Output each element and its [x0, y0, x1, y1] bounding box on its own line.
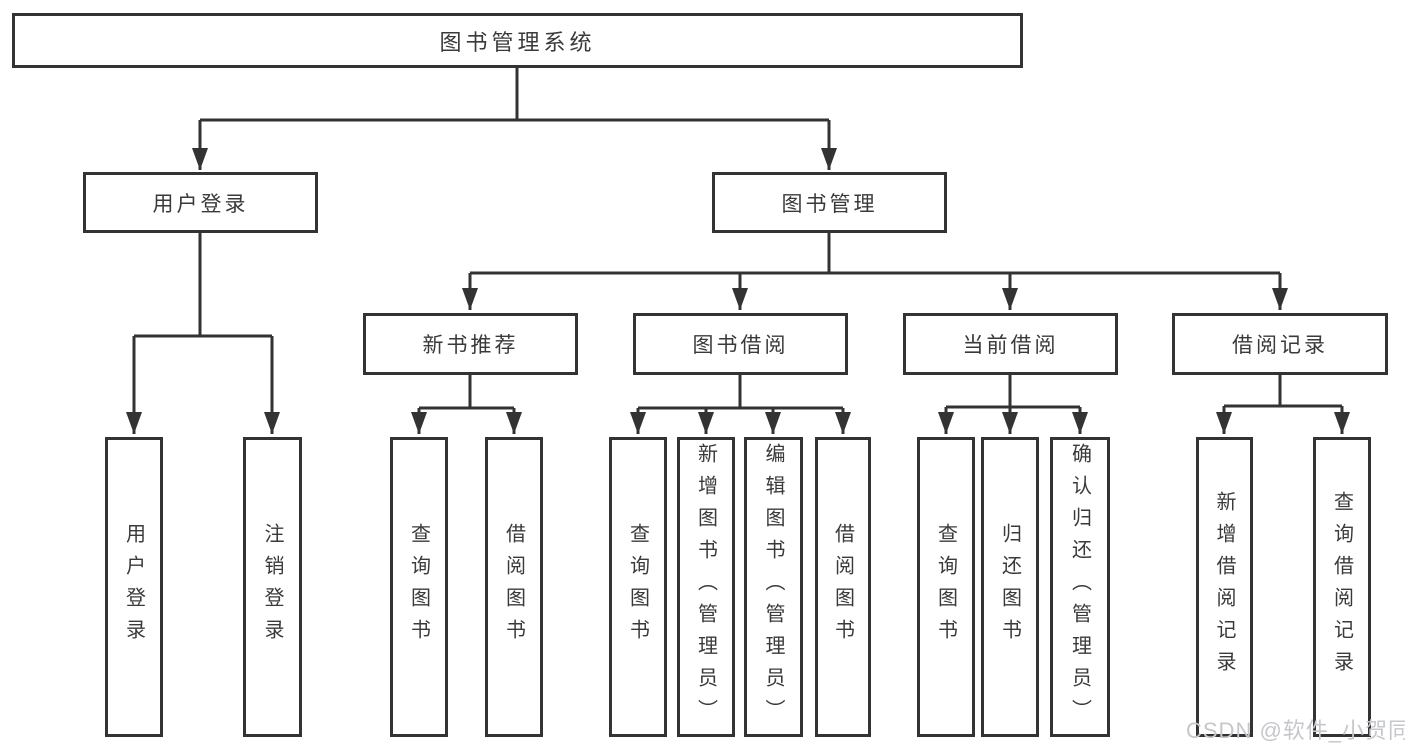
node-leaf-add-books-admin: 新增图书（管理员） — [677, 437, 735, 737]
node-leaf-user-login: 用户登录 — [105, 437, 163, 737]
node-user-login: 用户登录 — [83, 172, 318, 233]
node-book-management: 图书管理 — [712, 172, 947, 233]
node-leaf-borrowing-query-books: 查询图书 — [609, 437, 667, 737]
node-leaf-add-borrow-record: 新增借阅记录 — [1196, 437, 1253, 737]
node-leaf-confirm-return-admin: 确认归还（管理员） — [1050, 437, 1110, 737]
node-borrow-records: 借阅记录 — [1172, 313, 1388, 375]
node-leaf-borrowing-borrow-books: 借阅图书 — [815, 437, 871, 737]
node-new-book-recommend: 新书推荐 — [363, 313, 578, 375]
node-leaf-current-query-books: 查询图书 — [917, 437, 975, 737]
node-leaf-recommend-query-books: 查询图书 — [390, 437, 448, 737]
node-current-borrowing: 当前借阅 — [903, 313, 1118, 375]
node-leaf-return-books: 归还图书 — [981, 437, 1039, 737]
node-book-borrowing: 图书借阅 — [633, 313, 848, 375]
node-leaf-recommend-borrow-books: 借阅图书 — [485, 437, 543, 737]
node-leaf-logout: 注销登录 — [243, 437, 302, 737]
node-leaf-edit-books-admin: 编辑图书（管理员） — [744, 437, 803, 737]
node-system-root: 图书管理系统 — [12, 13, 1023, 68]
node-leaf-query-borrow-record: 查询借阅记录 — [1313, 437, 1371, 737]
